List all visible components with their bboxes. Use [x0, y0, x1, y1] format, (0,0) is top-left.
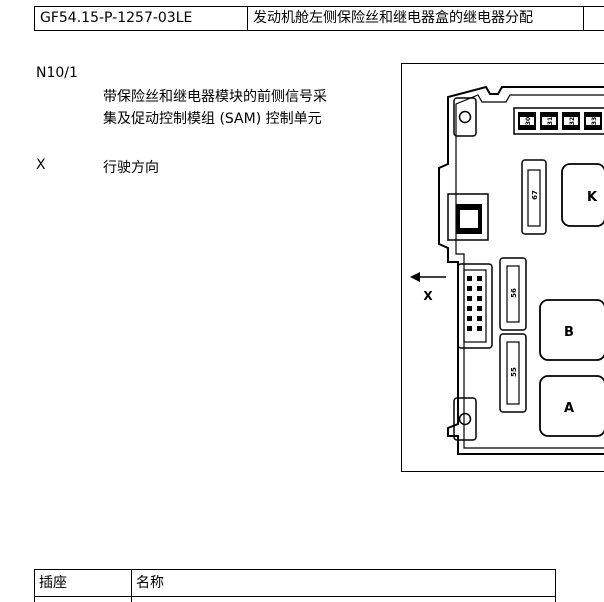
document-id: GF54.15-P-1257-03LE	[34, 6, 248, 31]
slot-67-frame	[521, 159, 547, 235]
relay-b	[539, 299, 604, 361]
legend-desc-x: 行驶方向	[103, 160, 159, 176]
mount-ear-top	[453, 97, 477, 137]
column-header-name: 名称	[136, 575, 164, 591]
fuse-label-32: 32	[569, 117, 576, 125]
slot-67-label: 67	[531, 190, 539, 200]
pin-connector	[457, 263, 493, 349]
mount-hole-top	[458, 110, 472, 124]
fuse-label-30: 30	[525, 117, 532, 125]
housing-inner-outline	[455, 94, 604, 449]
fuse-strip	[513, 107, 604, 135]
relay-b-label: B	[564, 325, 574, 340]
header-table: GF54.15-P-1257-03LE 发动机舱左侧保险丝和继电器盒的继电器分配	[34, 6, 604, 31]
housing-outline	[438, 85, 604, 455]
table-column-divider	[131, 596, 132, 602]
table-header-divider	[35, 596, 555, 597]
legend-desc-n10-1-line2: 集及促动控制模组 (SAM) 控制单元	[103, 111, 322, 127]
document-title: 发动机舱左侧保险丝和继电器盒的继电器分配	[247, 6, 584, 31]
slot-56-label: 56	[510, 288, 518, 298]
relay-a-label: A	[564, 401, 574, 416]
legend-code-n10-1: N10/1	[36, 65, 78, 81]
slot-67-body	[527, 169, 541, 227]
relay-box-diagram: 30 31 32 33 67 K 5	[401, 63, 604, 472]
relay-box-drawing: 30 31 32 33 67 K 5	[410, 85, 604, 455]
relay-a	[539, 375, 604, 437]
column-header-socket: 插座	[35, 570, 132, 596]
slot-55-frame	[499, 333, 527, 413]
legend-desc-n10-1-line1: 带保险丝和继电器模块的前侧信号采	[103, 89, 327, 105]
slot-55-label: 55	[510, 367, 518, 377]
legend-code-x: X	[36, 157, 46, 173]
socket-table: 插座 名称	[34, 569, 556, 602]
slot-55-body	[506, 341, 520, 405]
slot-56-body	[506, 265, 520, 323]
slot-56-frame	[499, 257, 527, 331]
mount-ear-bottom	[453, 397, 477, 441]
direction-label: X	[423, 289, 433, 303]
direction-arrow-icon	[410, 272, 420, 282]
relay-k	[561, 163, 604, 227]
relay-k-label: K	[587, 190, 598, 205]
side-connector	[447, 193, 489, 241]
fuse-label-31: 31	[547, 117, 554, 125]
mount-hole-bottom	[458, 412, 472, 426]
header-empty-cell	[583, 6, 604, 31]
fuse-label-33: 33	[591, 117, 598, 125]
